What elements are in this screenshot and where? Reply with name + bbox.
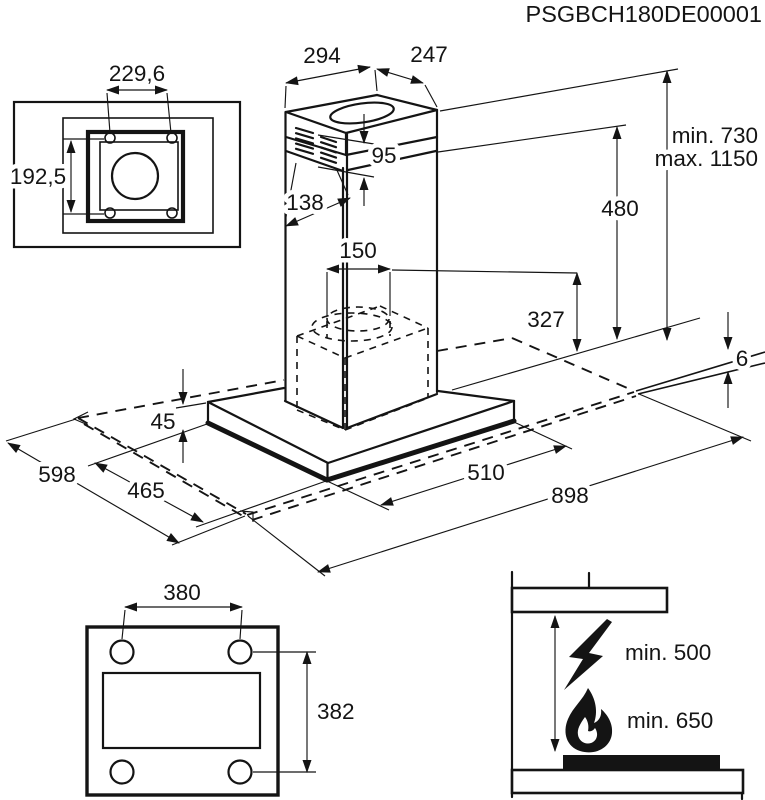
duct-diameter-label: 150: [339, 238, 377, 263]
inner-height-label: 327: [527, 307, 565, 332]
outlet-drop-label: 95: [371, 143, 396, 168]
chimney-fill: [285, 95, 437, 428]
dimension-lines: [5, 64, 752, 577]
mount-width-label: 380: [163, 580, 201, 605]
mount-hole: [109, 639, 135, 665]
clearance-detail: [510, 570, 745, 800]
hood-side-view: [510, 586, 669, 614]
plate-width-label: 898: [551, 483, 589, 508]
section-height-label: 480: [601, 196, 639, 221]
mounting-plate-detail: [85, 602, 316, 797]
flange-detail: [12, 85, 242, 249]
chimney-drawing: [283, 93, 439, 430]
flame-icon: [565, 688, 613, 753]
mount-hole: [227, 639, 253, 665]
chimney-top-depth-label: 247: [410, 42, 448, 67]
plate-thickness-label: 6: [736, 346, 749, 371]
screw-hole: [166, 132, 178, 144]
mount-height-label: 382: [317, 699, 355, 724]
clearance-gas-label: min. 650: [627, 708, 713, 733]
height-min-label: min. 730: [672, 123, 758, 148]
height-max-label: max. 1150: [655, 146, 758, 171]
chimney-top-width-label: 294: [303, 43, 341, 68]
screw-hole: [104, 207, 116, 219]
cooktop-strip: [563, 755, 720, 770]
mount-hole: [227, 759, 253, 785]
lightning-icon: [564, 619, 612, 690]
vent-slats-icon: [294, 126, 338, 164]
vent-width-label: 138: [286, 190, 324, 215]
body-width-label: 510: [467, 460, 505, 485]
drawing-number: PSGBCH180DE00001: [526, 1, 762, 27]
outlet-oval: [329, 101, 395, 125]
body-depth-label: 465: [127, 478, 165, 503]
screw-hole: [166, 207, 178, 219]
flange-width-label: 229,6: [109, 61, 165, 86]
mount-hole: [109, 759, 135, 785]
body-height-label: 45: [150, 409, 175, 434]
plate-depth-label: 598: [38, 462, 76, 487]
flange-height-label: 192,5: [10, 164, 66, 189]
duct-hole: [110, 151, 160, 201]
counter-side-view: [510, 768, 745, 795]
clearance-electric-label: min. 500: [625, 640, 711, 665]
